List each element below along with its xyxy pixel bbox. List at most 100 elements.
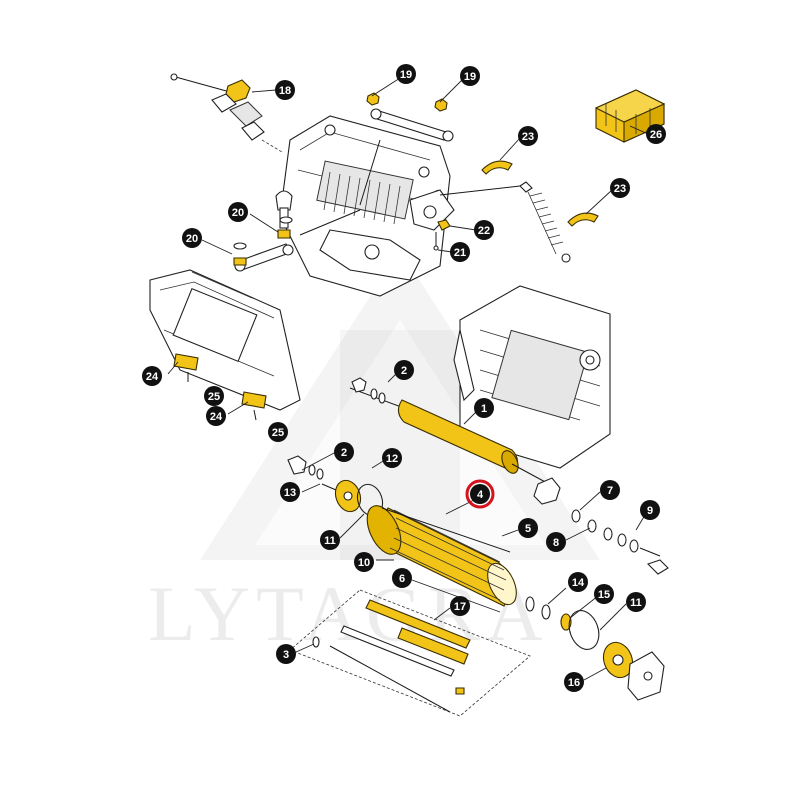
callout-24: 24 <box>142 366 162 386</box>
callout-label: 6 <box>399 573 405 585</box>
callout-circle <box>568 572 588 592</box>
callout-circle <box>334 442 354 462</box>
callout-label: 13 <box>284 487 296 499</box>
cage-drum <box>366 505 517 607</box>
callout-circle <box>280 482 300 502</box>
callout-label: 1 <box>481 403 487 415</box>
callout-circle <box>396 64 416 84</box>
callout-23: 23 <box>610 178 630 198</box>
callout-circle <box>594 584 614 604</box>
callout-label: 24 <box>210 411 223 423</box>
callout-circle <box>450 242 470 262</box>
bolt-and-bushing <box>433 219 451 251</box>
callout-circle <box>450 596 470 616</box>
callout-12: 12 <box>382 448 402 468</box>
callout-13: 13 <box>280 482 300 502</box>
callout-19: 19 <box>396 64 416 84</box>
drum-end-parts <box>525 596 665 701</box>
callout-label: 11 <box>630 597 642 609</box>
callout-21: 21 <box>450 242 470 262</box>
callout-10: 10 <box>354 552 374 572</box>
callout-circle <box>392 568 412 588</box>
callout-circle <box>182 228 202 248</box>
callout-20: 20 <box>182 228 202 248</box>
callout-circle <box>268 422 288 442</box>
callout-label: 5 <box>525 523 531 535</box>
callout-16: 16 <box>564 672 584 692</box>
callout-label: 22 <box>478 225 490 237</box>
callout-circle <box>474 220 494 240</box>
lever-arm <box>233 190 294 272</box>
callout-label: 25 <box>272 427 284 439</box>
callout-circle <box>470 484 490 504</box>
highlight-ring <box>465 479 495 509</box>
callout-circle <box>394 360 414 380</box>
callout-label: 23 <box>614 183 626 195</box>
callout-circle <box>646 124 666 144</box>
callout-circle <box>320 530 340 550</box>
callout-label: 10 <box>358 557 370 569</box>
callout-18: 18 <box>275 80 295 100</box>
callout-circle <box>474 398 494 418</box>
callout-circle <box>142 366 162 386</box>
callout-circle <box>460 66 480 86</box>
callout-11: 11 <box>320 530 340 550</box>
callout-15: 15 <box>594 584 614 604</box>
callout-8: 8 <box>546 532 566 552</box>
callout-label: 2 <box>341 447 347 459</box>
callout-circle <box>228 202 248 222</box>
callout-3: 3 <box>276 644 296 664</box>
callout-6: 6 <box>392 568 412 588</box>
callout-14: 14 <box>568 572 588 592</box>
callout-label: 3 <box>283 649 289 661</box>
callout-label: 2 <box>401 365 407 377</box>
callout-9: 9 <box>640 500 660 520</box>
callout-label: 26 <box>650 129 662 141</box>
callout-17: 17 <box>450 596 470 616</box>
callout-circle <box>600 480 620 500</box>
left-bearing-parts <box>287 455 384 517</box>
leader-lines <box>167 77 649 681</box>
callout-7: 7 <box>600 480 620 500</box>
callout-label: 11 <box>324 535 336 547</box>
callout-label: 4 <box>477 489 484 501</box>
callout-label: 8 <box>553 537 559 549</box>
callout-circle <box>640 500 660 520</box>
callout-circle <box>276 644 296 664</box>
callout-label: 16 <box>568 677 580 689</box>
callout-circle <box>564 672 584 692</box>
callout-label: 20 <box>232 207 244 219</box>
callout-circle <box>275 80 295 100</box>
callout-circle <box>382 448 402 468</box>
lower-shaft-assembly <box>289 589 531 717</box>
callout-label: 21 <box>454 247 466 259</box>
callout-label: 7 <box>607 485 613 497</box>
main-frame-assembly <box>279 115 521 297</box>
callout-label: 19 <box>400 69 412 81</box>
right-bearing-parts <box>571 509 669 575</box>
tension-spring <box>481 160 599 263</box>
callout-circle <box>546 532 566 552</box>
callout-circle <box>518 518 538 538</box>
callout-label: 17 <box>454 601 466 613</box>
callout-2: 2 <box>394 360 414 380</box>
hydraulic-cylinder <box>366 92 454 142</box>
callout-label: 12 <box>386 453 398 465</box>
packaging-crate <box>594 89 666 143</box>
roller-shaft <box>349 377 561 505</box>
callout-22: 22 <box>474 220 494 240</box>
callout-label: 24 <box>146 371 159 383</box>
callout-circle <box>610 178 630 198</box>
callout-circle <box>354 552 374 572</box>
callout-label: 23 <box>522 131 534 143</box>
callout-circle <box>204 386 224 406</box>
callout-label: 9 <box>647 505 653 517</box>
callout-label: 20 <box>186 233 198 245</box>
callout-25: 25 <box>268 422 288 442</box>
callout-2: 2 <box>334 442 354 462</box>
callout-circle <box>206 406 226 426</box>
callout-5: 5 <box>518 518 538 538</box>
callout-label: 19 <box>464 71 476 83</box>
